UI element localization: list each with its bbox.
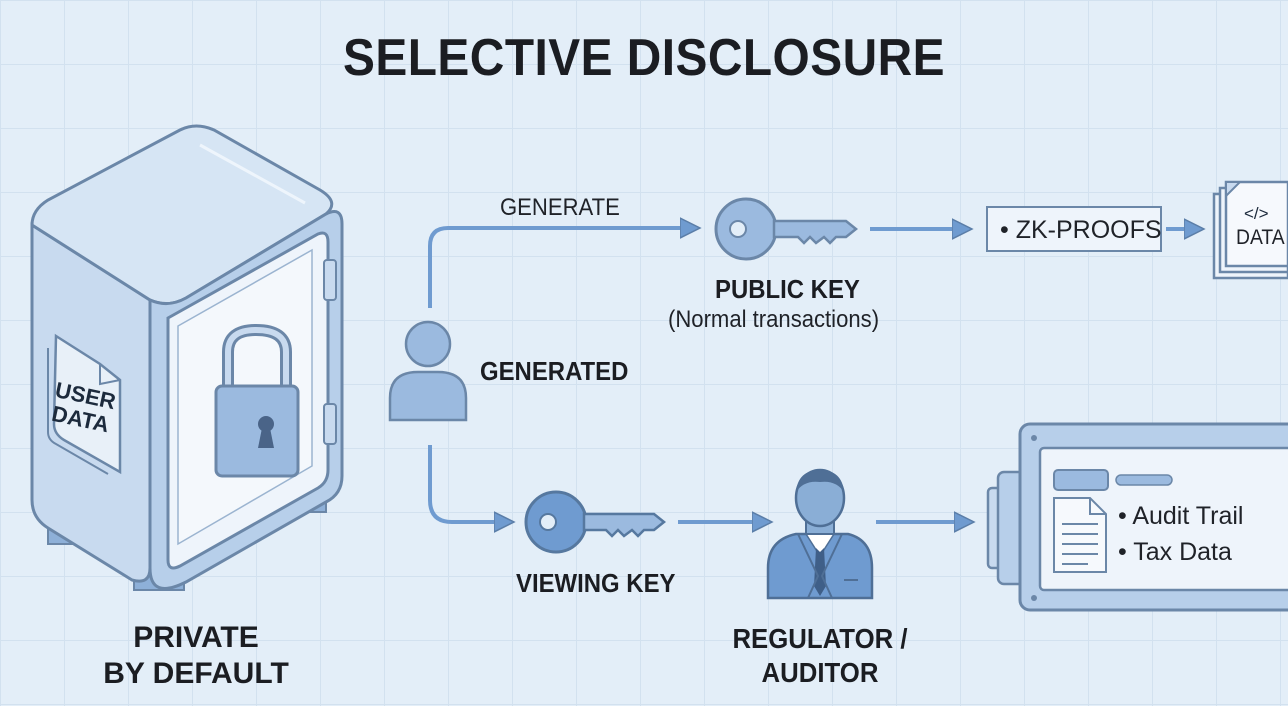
padlock-icon: [214, 323, 300, 478]
screen-bullet-tax-data: • Tax Data: [1118, 538, 1232, 566]
zk-proofs-label: • ZK-PROOFS: [1000, 216, 1162, 244]
viewing-key-arrow: [428, 445, 512, 522]
viewing-key-icon: [524, 490, 667, 554]
viewing-key-title: VIEWING KEY: [516, 568, 676, 598]
user-icon: [388, 320, 468, 422]
zk-proofs-box: • ZK-PROOFS: [986, 206, 1162, 252]
regulator-icon: [766, 468, 874, 600]
audit-screen-device: [986, 422, 1288, 612]
generated-label: GENERATED: [480, 356, 629, 386]
screen-bullet-list: • Audit Trail • Tax Data: [1118, 498, 1243, 570]
regulator-auditor-caption: REGULATOR / AUDITOR: [728, 622, 912, 690]
regulator-caption-line2: AUDITOR: [761, 657, 879, 688]
regulator-caption-line1: REGULATOR /: [732, 623, 908, 654]
data-document-icon: [1212, 180, 1288, 280]
public-key-title: PUBLIC KEY: [715, 274, 860, 304]
safe-icon: [30, 124, 344, 591]
data-doc-code: </>: [1244, 204, 1269, 223]
data-doc-label: DATA: [1236, 226, 1285, 249]
public-key-icon: [714, 197, 859, 261]
generate-arrow: [428, 228, 698, 308]
private-caption-line2: BY DEFAULT: [103, 657, 289, 690]
generate-arrow-label: GENERATE: [500, 194, 620, 221]
private-by-default-caption: PRIVATE BY DEFAULT: [96, 620, 296, 692]
private-caption-line1: PRIVATE: [133, 621, 259, 654]
screen-bullet-audit-trail: • Audit Trail: [1118, 502, 1244, 530]
public-key-subtitle: (Normal transactions): [668, 306, 880, 333]
page-title: SELECTIVE DISCLOSURE: [343, 29, 945, 87]
